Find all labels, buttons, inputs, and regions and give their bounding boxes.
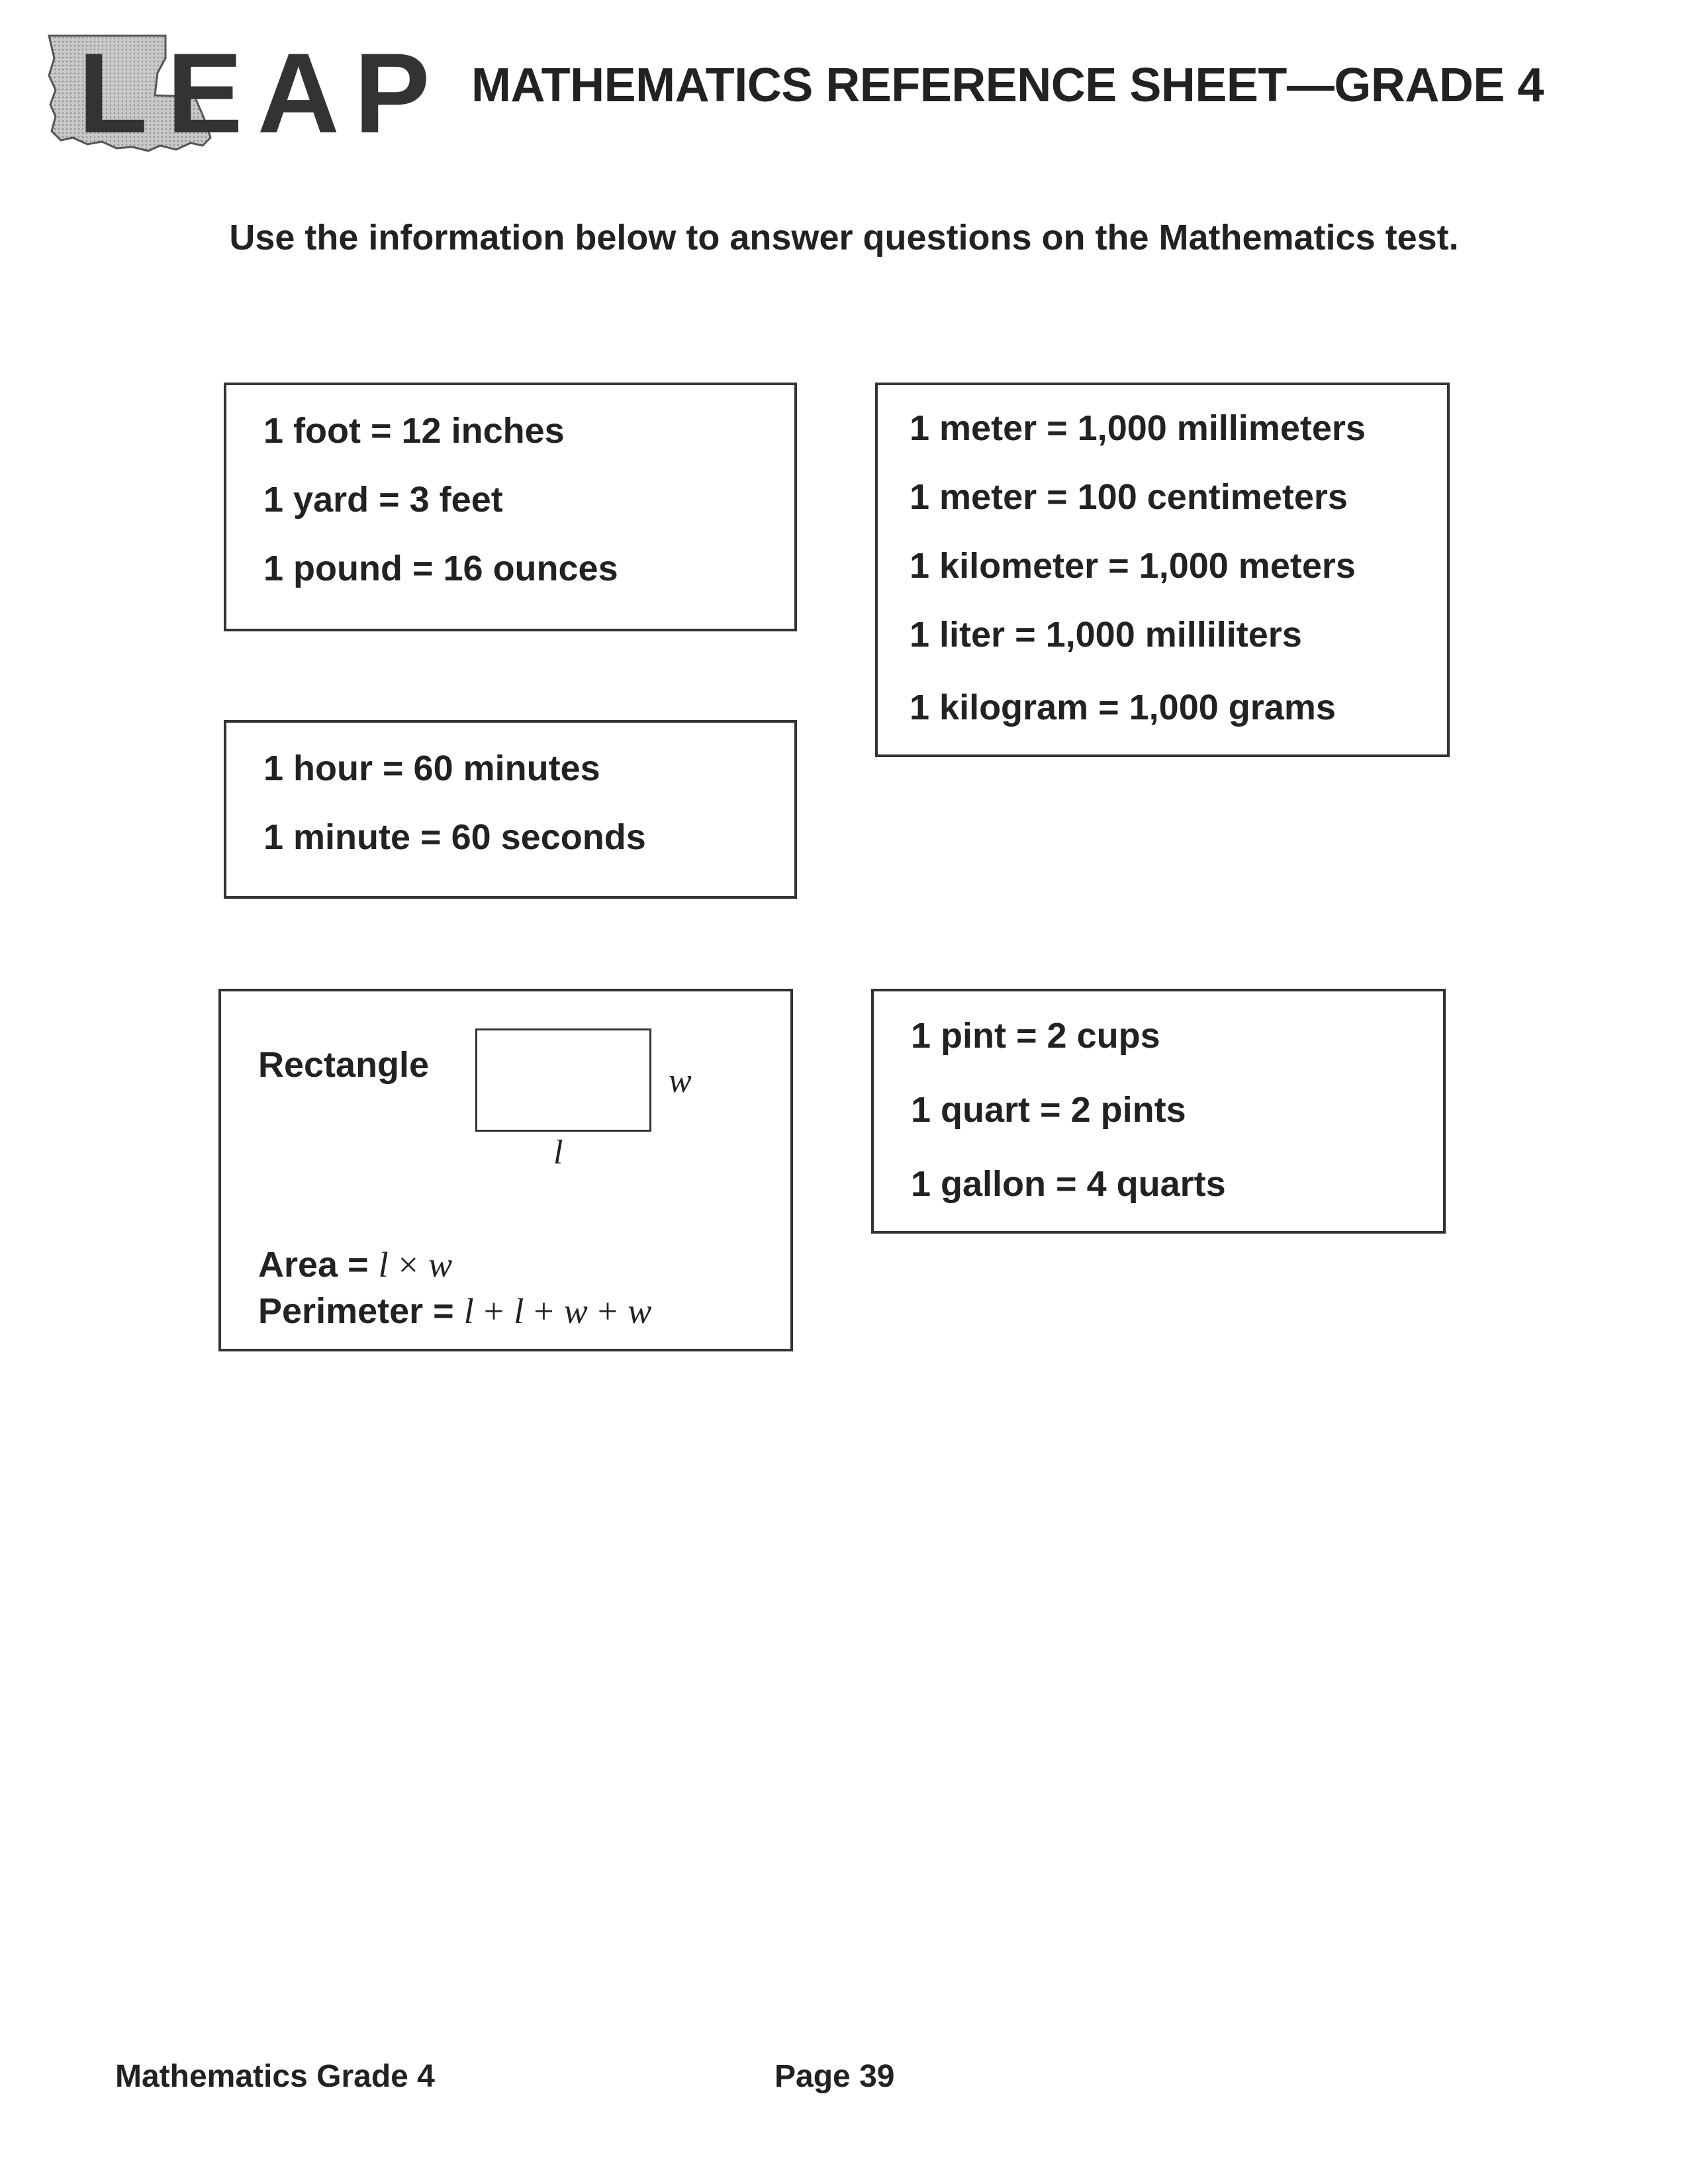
conversion-line: 1 hour = 60 minutes (263, 749, 600, 788)
formula-operator: + (534, 1291, 554, 1331)
conversion-line: 1 minute = 60 seconds (263, 817, 646, 857)
width-label: w (669, 1062, 692, 1100)
logo-letter-l: L (78, 32, 148, 157)
conversion-line: 1 kilogram = 1,000 grams (910, 688, 1336, 727)
formula-operator: + (483, 1291, 504, 1331)
conversion-line: 1 kilometer = 1,000 meters (910, 546, 1356, 586)
capacity-units-box (871, 989, 1446, 1234)
area-label: Area = (258, 1245, 369, 1285)
conversion-line: 1 liter = 1,000 milliliters (910, 615, 1302, 655)
logo-letters-eap: EAP (167, 32, 445, 157)
conversion-line: 1 meter = 100 centimeters (910, 477, 1348, 517)
formula-variable: w (563, 1291, 588, 1331)
formula-variable: w (428, 1245, 453, 1285)
page-title: MATHEMATICS REFERENCE SHEET—GRADE 4 (471, 59, 1544, 112)
conversion-line: 1 meter = 1,000 millimeters (910, 408, 1366, 448)
formula-variable: l (463, 1291, 474, 1331)
formula-operator: × (398, 1245, 419, 1285)
conversion-line: 1 foot = 12 inches (263, 411, 565, 451)
formula-variable: w (628, 1291, 652, 1331)
metric-units-box (875, 383, 1450, 757)
formula-variable: l (514, 1291, 524, 1331)
conversion-line: 1 gallon = 4 quarts (911, 1164, 1226, 1204)
louisiana-state-shape-icon: L EAP (48, 32, 445, 157)
customary-units-box (224, 383, 797, 631)
time-units-box (224, 720, 797, 899)
conversion-line: 1 pint = 2 cups (911, 1016, 1160, 1056)
conversion-line: 1 pound = 16 ounces (263, 549, 618, 588)
rectangle-diagram (475, 1028, 651, 1132)
leap-logo: L EAP (41, 32, 451, 158)
rectangle-label: Rectangle (258, 1045, 430, 1085)
formula-operator: + (597, 1291, 618, 1331)
conversion-line: 1 quart = 2 pints (911, 1090, 1186, 1130)
formula-variable: l (378, 1245, 389, 1285)
rectangle-formulas-box (218, 989, 793, 1351)
length-label: l (553, 1134, 563, 1171)
area-formula: Area = l × w (258, 1244, 452, 1285)
perimeter-label: Perimeter = (258, 1291, 454, 1331)
instructions: Use the information below to answer ques… (229, 218, 1459, 257)
perimeter-formula: Perimeter = l + l + w + w (258, 1291, 651, 1332)
conversion-line: 1 yard = 3 feet (263, 480, 503, 520)
page-number: Page 39 (774, 2059, 895, 2094)
footer-subject: Mathematics Grade 4 (115, 2059, 435, 2094)
